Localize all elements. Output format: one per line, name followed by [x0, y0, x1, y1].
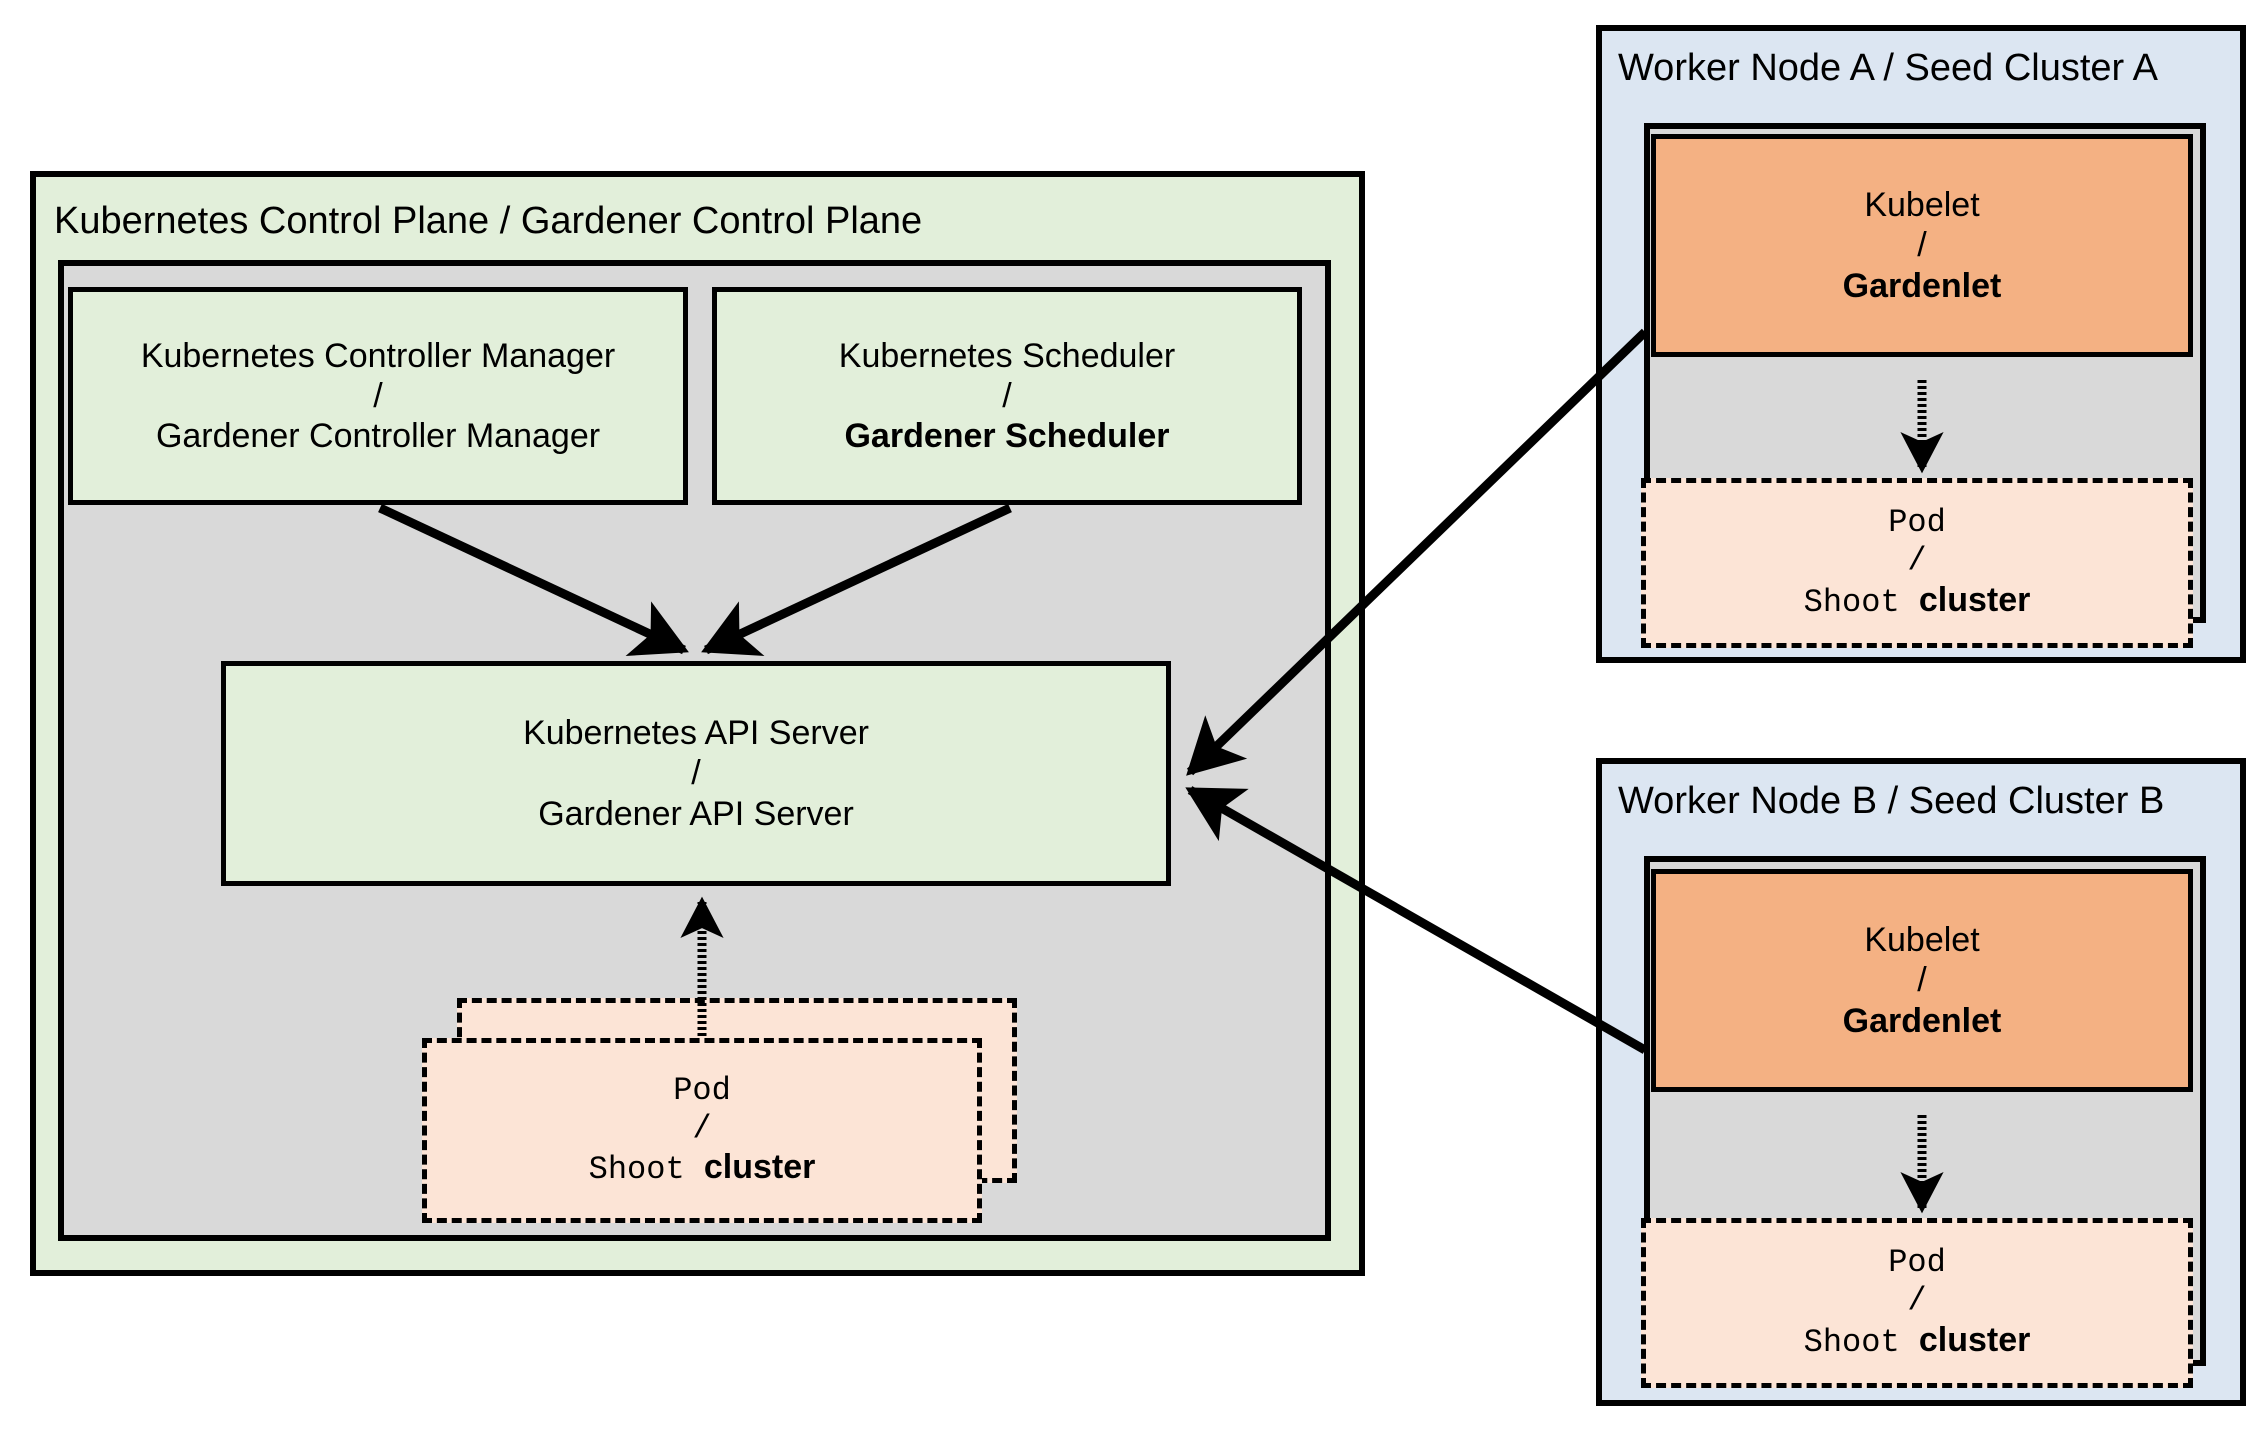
scheduler-line2: Gardener Scheduler: [844, 417, 1170, 456]
control-plane-pod-shoot-text: Shoot: [588, 1151, 685, 1189]
control-plane-pod-line1: Pod: [673, 1071, 731, 1109]
controller-manager-line2: Gardener Controller Manager: [155, 417, 601, 456]
control-plane-pod-line2: Shoot cluster: [589, 1147, 816, 1189]
control-plane-pod-separator: /: [692, 1109, 712, 1147]
seed-b-pod-line2: Shoot cluster: [1804, 1320, 2031, 1362]
controller-manager-separator: /: [373, 376, 383, 415]
scheduler-line1: Kubernetes Scheduler: [838, 336, 1176, 375]
seed-a-pod-line2: Shoot cluster: [1804, 580, 2031, 622]
seed-a-pod-line1: Pod: [1888, 504, 1946, 542]
seed-b-pod-box[interactable]: Pod / Shoot cluster: [1641, 1218, 2193, 1388]
kubernetes-controller-manager-box[interactable]: Kubernetes Controller Manager / Gardener…: [68, 287, 688, 505]
seed-cluster-b-title: Worker Node B / Seed Cluster B: [1618, 780, 2165, 822]
kubernetes-scheduler-box[interactable]: Kubernetes Scheduler / Gardener Schedule…: [712, 287, 1302, 505]
scheduler-separator: /: [1002, 376, 1012, 415]
seed-b-pod-line1: Pod: [1888, 1244, 1946, 1282]
seed-cluster-a-title: Worker Node A / Seed Cluster A: [1618, 47, 2159, 89]
seed-a-pod-shoot-text: Shoot: [1803, 583, 1900, 621]
seed-b-pod-shoot-text: Shoot: [1803, 1323, 1900, 1361]
seed-a-kubelet-separator: /: [1917, 226, 1927, 265]
seed-b-pod-cluster-text: cluster: [1918, 1320, 2031, 1359]
controller-manager-line1: Kubernetes Controller Manager: [140, 336, 616, 375]
seed-b-kubelet-line1: Kubelet: [1864, 921, 1980, 960]
kubernetes-api-server-box[interactable]: Kubernetes API Server / Gardener API Ser…: [221, 661, 1171, 886]
control-plane-pod-cluster-text: cluster: [703, 1148, 816, 1187]
seed-a-kubelet-line2: Gardenlet: [1842, 266, 2002, 305]
seed-b-pod-separator: /: [1907, 1282, 1927, 1320]
api-server-line1: Kubernetes API Server: [523, 714, 869, 753]
seed-a-kubelet-gardenlet-box[interactable]: Kubelet / Gardenlet: [1651, 134, 2193, 357]
control-plane-pod-box[interactable]: Pod / Shoot cluster: [422, 1038, 982, 1223]
seed-a-pod-separator: /: [1907, 542, 1927, 580]
api-server-line2: Gardener API Server: [538, 794, 854, 833]
seed-b-kubelet-separator: /: [1917, 961, 1927, 1000]
api-server-separator: /: [691, 754, 701, 793]
seed-a-kubelet-line1: Kubelet: [1864, 186, 1980, 225]
control-plane-title: Kubernetes Control Plane / Gardener Cont…: [54, 200, 923, 242]
seed-a-pod-box[interactable]: Pod / Shoot cluster: [1641, 478, 2193, 648]
seed-a-pod-cluster-text: cluster: [1918, 580, 2031, 619]
seed-b-kubelet-gardenlet-box[interactable]: Kubelet / Gardenlet: [1651, 869, 2193, 1092]
seed-b-kubelet-line2: Gardenlet: [1842, 1001, 2002, 1040]
